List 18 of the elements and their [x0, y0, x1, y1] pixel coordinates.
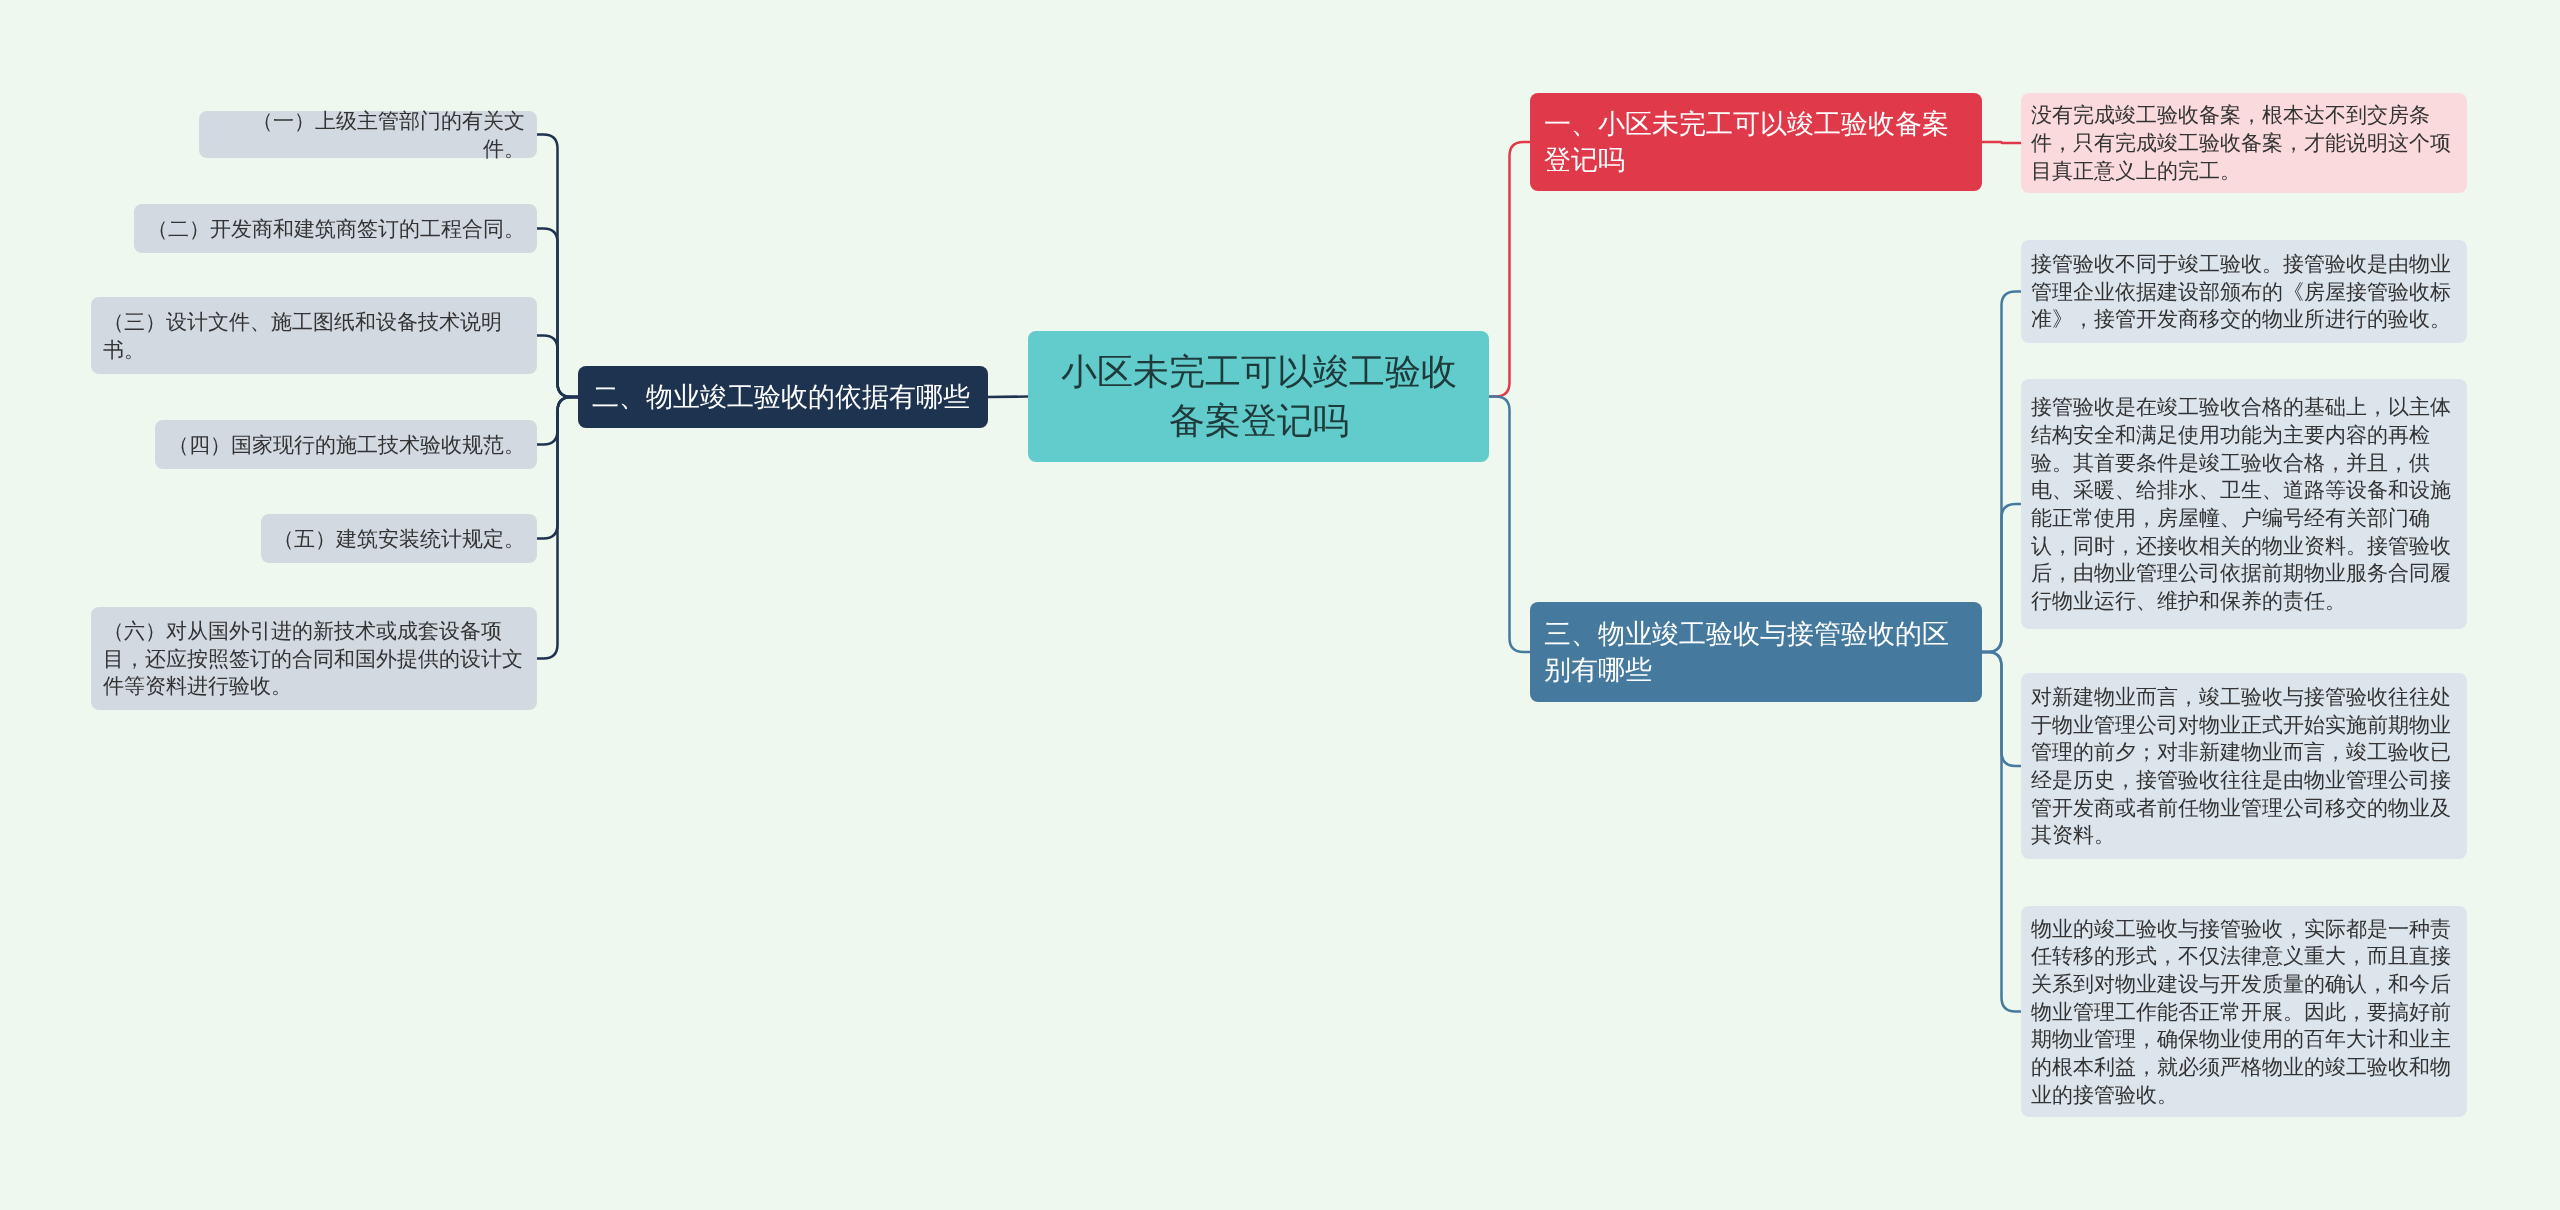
subtopic-box: 接管验收是在竣工验收合格的基础上，以主体结构安全和满足使用功能为主要内容的再检验。其首要条件是竣工验收合格，并且，供电、采暖、给排水、卫生、道路等设备和设施能正常使用，房屋幢、户编号经有关部门确认，同时，还接收相关的物业资料。接管验收后，由物业管理公司依据前期物业服务合同履行物业运行、维护和保养的责任。 — [2021, 379, 2467, 629]
connector-line — [1489, 395, 1530, 654]
subtopic-box: 接管验收不同于竣工验收。接管验收是由物业管理企业依据建设部颁布的《房屋接管验收标准》，接管开发商移交的物业所进行的验收。 — [2021, 240, 2467, 343]
subtopic-box: （五）建筑安装统计规定。 — [261, 514, 537, 563]
topic-box: 一、小区未完工可以竣工验收备案登记吗 — [1530, 93, 1982, 191]
subtopic-box: （二）开发商和建筑商签订的工程合同。 — [134, 204, 537, 253]
topic-box: 三、物业竣工验收与接管验收的区别有哪些 — [1530, 602, 1982, 702]
topic-box: 二、物业竣工验收的依据有哪些 — [578, 366, 988, 428]
subtopic-box: 物业的竣工验收与接管验收，实际都是一种责任转移的形式，不仅法律意义重大，而且直接关系到对物业建设与开发质量的确认，和今后物业管理工作能否正常开展。因此，要搞好前期物业管理，确保物业使用的百年大计和业主的根本利益，就必须严格物业的竣工验收和物业的接管验收。 — [2021, 906, 2467, 1117]
subtopic-box: （四）国家现行的施工技术验收规范。 — [155, 420, 537, 469]
subtopic-box: （一）上级主管部门的有关文件。 — [199, 111, 537, 158]
connector-line — [988, 395, 1028, 399]
connector-line — [1982, 140, 2021, 145]
subtopic-box: 对新建物业而言，竣工验收与接管验收往往处于物业管理公司对物业正式开始实施前期物业管理的前夕；对非新建物业而言，竣工验收已经是历史，接管验收往往是由物业管理公司接管开发商或者前任物业管理公司移交的物业及其资料。 — [2021, 673, 2467, 859]
central-topic-box: 小区未完工可以竣工验收备案登记吗 — [1028, 331, 1489, 462]
subtopic-box: （三）设计文件、施工图纸和设备技术说明书。 — [91, 297, 537, 374]
subtopic-box: （六）对从国外引进的新技术或成套设备项目，还应按照签订的合同和国外提供的设计文件等资料进行验收。 — [91, 607, 537, 710]
note-box: 没有完成竣工验收备案，根本达不到交房条件，只有完成竣工验收备案，才能说明这个项目真正意义上的完工。 — [2021, 93, 2467, 193]
